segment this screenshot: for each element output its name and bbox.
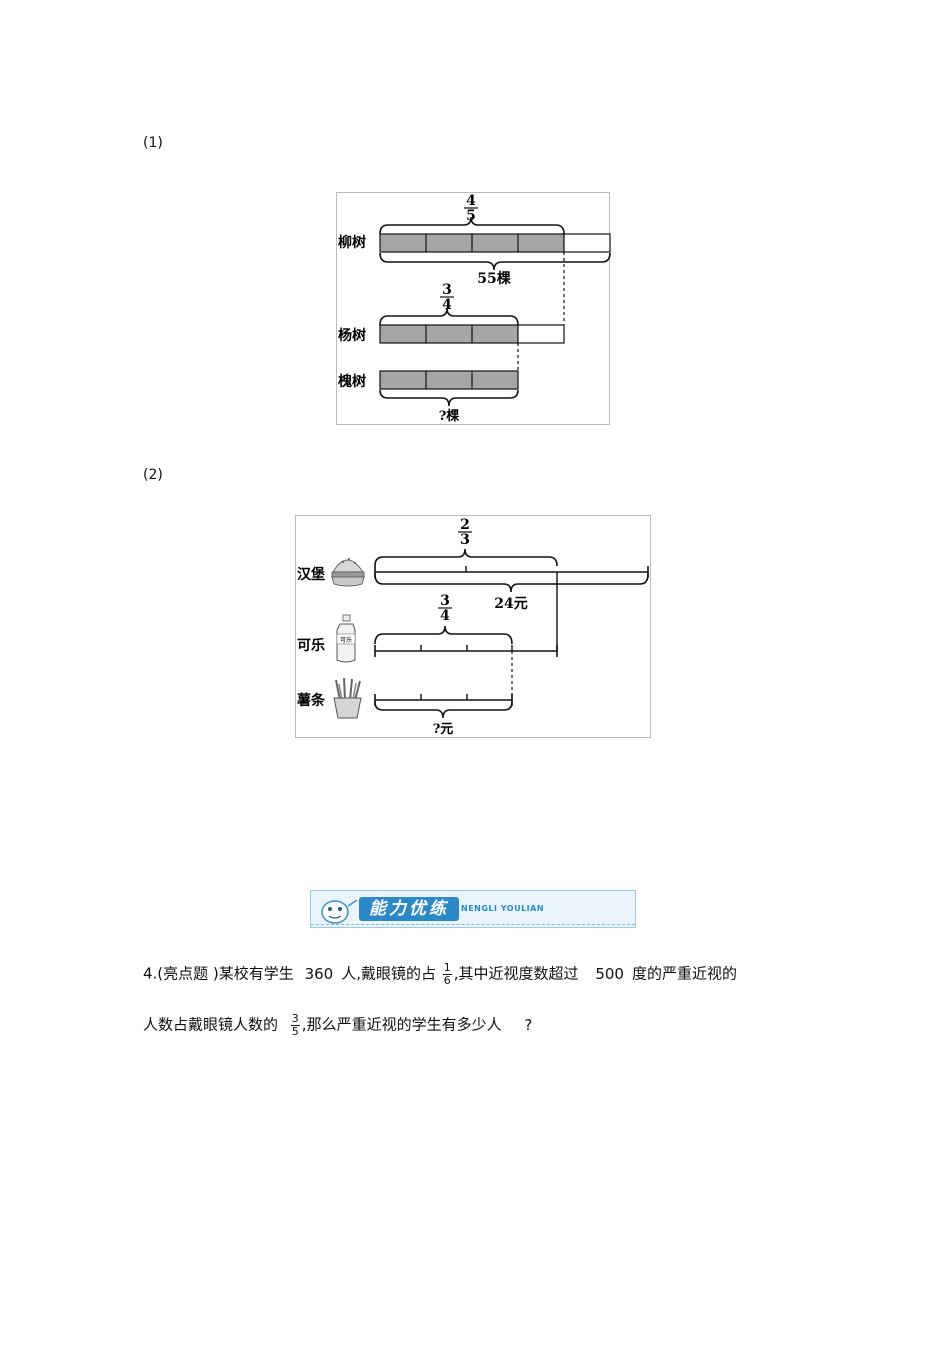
count-label: 55棵 (477, 270, 510, 287)
question-label-2: ?元 (433, 722, 454, 737)
brace-hamburger-top (375, 549, 557, 566)
banner-title: 能力优练 (359, 897, 459, 921)
hamburger-label: 汉堡 (297, 566, 325, 583)
brace-question (380, 390, 518, 406)
problem4-students: 360 (305, 965, 334, 983)
frac2-top-den: 3 (460, 532, 470, 548)
problem4-prefix: 4.(亮点题 )某校有学生 (143, 965, 294, 983)
mascot-icon (313, 892, 359, 926)
banner-subtitle: NENGLI YOULIAN (461, 904, 544, 913)
problem4-seg2: ,其中近视度数超过 (454, 965, 579, 983)
problem4-question-mark: ? (524, 1016, 532, 1034)
part2-label: (2) (143, 467, 163, 483)
frac2-top-num: 2 (460, 517, 470, 533)
section-banner: 能力优练 NENGLI YOULIAN (310, 890, 636, 928)
food-price-diagram: 2 3 汉堡 24元 3 4 可乐 可乐 薯条 (295, 514, 653, 738)
price-label: 24元 (494, 596, 527, 612)
willow-bar-empty (564, 234, 610, 252)
willow-label: 柳树 (338, 234, 366, 251)
problem4-seg1: 人,戴眼镜的占 (341, 965, 436, 983)
hamburger-icon (332, 558, 364, 586)
poplar-label: 杨树 (338, 327, 366, 344)
poplar-bar-empty (518, 325, 564, 343)
problem4-degrees: 500 (595, 965, 624, 983)
brace-question-2 (375, 702, 512, 718)
frac2-mid-num: 3 (440, 593, 450, 609)
locust-bar (380, 371, 518, 389)
frac-top-num: 4 (466, 193, 476, 209)
tree-line-diagram: 4 5 柳树 55棵 3 4 杨树 槐树 ?棵 (336, 190, 612, 425)
frac-mid-num: 3 (442, 282, 452, 298)
problem4-line2-start: 人数占戴眼镜人数的 (143, 1016, 278, 1034)
frac2-mid-den: 4 (440, 608, 450, 624)
poplar-bar-shaded (380, 325, 518, 343)
diagram1-frame (337, 193, 610, 425)
question-label: ?棵 (439, 408, 460, 424)
problem4-line2-end: ,那么严重近视的学生有多少人 (302, 1016, 502, 1034)
brace-top (380, 217, 564, 234)
bottle-label: 可乐 (340, 637, 352, 644)
cola-bottle-icon: 可乐 (337, 615, 355, 662)
brace-24 (375, 574, 648, 592)
fries-icon (334, 678, 361, 718)
brace-cola (375, 626, 512, 644)
cola-label: 可乐 (297, 637, 325, 654)
fries-label: 薯条 (296, 692, 326, 709)
problem4-seg3: 度的严重近视的 (632, 965, 737, 983)
banner-dashed-rule (311, 924, 635, 925)
part1-label: (1) (143, 135, 163, 151)
locust-label: 槐树 (337, 373, 366, 390)
brace-55 (380, 253, 610, 270)
